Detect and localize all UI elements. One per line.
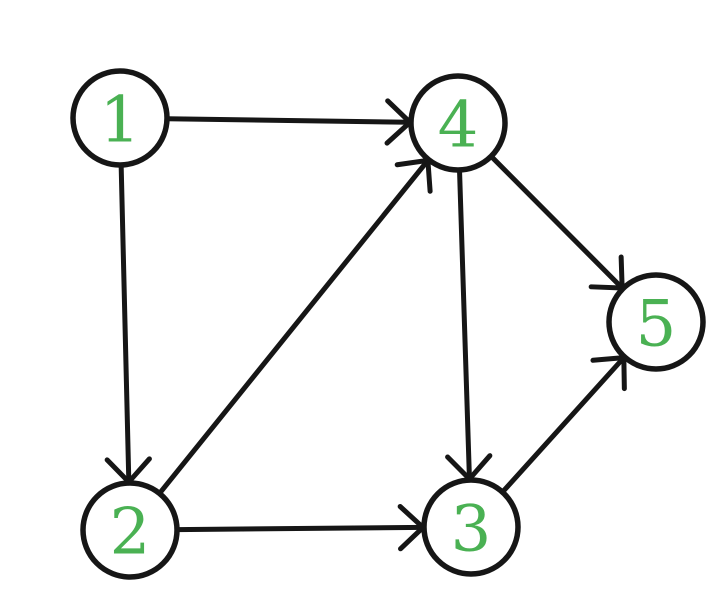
edge-line (499, 355, 627, 495)
arrowhead-line (588, 284, 625, 291)
arrowhead-line (394, 157, 431, 168)
node-label: 2 (110, 496, 151, 570)
edge-1-2 (104, 162, 152, 485)
node-2: 2 (80, 480, 180, 580)
node-4: 4 (408, 73, 508, 173)
node-label: 5 (636, 288, 677, 362)
node-label: 4 (438, 89, 479, 163)
node-circle (421, 477, 521, 577)
arrowhead-line (384, 119, 413, 146)
edge-3-5 (499, 355, 627, 495)
arrowhead-line (466, 453, 493, 482)
edge-1-4 (164, 98, 413, 146)
edge-4-5 (488, 153, 625, 291)
node-5: 5 (606, 272, 706, 372)
node-circle (70, 68, 170, 168)
node-label: 1 (100, 84, 141, 158)
arrowhead-line (104, 457, 132, 485)
edge-line (164, 116, 413, 125)
arrowhead-line (590, 355, 627, 363)
edge-2-4 (156, 157, 433, 496)
edge-line (488, 153, 625, 291)
node-circle (606, 272, 706, 372)
arrowhead-line (425, 157, 433, 194)
edge-4-3 (445, 167, 493, 482)
node-3: 3 (421, 477, 521, 577)
node-circle (80, 480, 180, 580)
node-1: 1 (70, 68, 170, 168)
arrowhead-line (397, 503, 426, 530)
arrowhead-line (445, 454, 472, 482)
arrowhead-line (385, 98, 413, 125)
edge-line (156, 157, 431, 496)
edge-line (174, 524, 426, 533)
edge-2-3 (174, 503, 426, 552)
arrowhead-line (126, 456, 152, 485)
arrowhead-line (621, 355, 627, 392)
arrowhead-line (618, 254, 625, 291)
node-circle (408, 73, 508, 173)
edge-line (457, 167, 472, 482)
edge-line (118, 162, 132, 485)
node-label: 3 (451, 493, 492, 567)
arrowhead-line (398, 524, 426, 552)
